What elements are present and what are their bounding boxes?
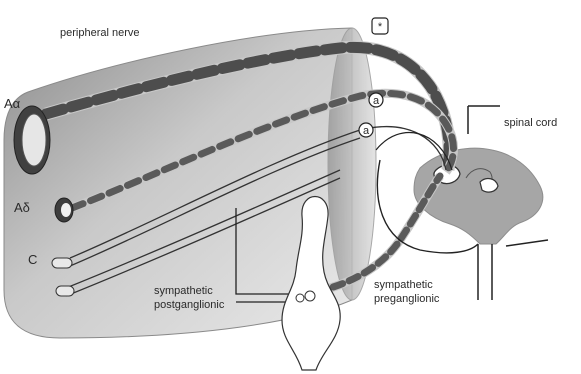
postganglionic-label-line1: sympathetic (154, 285, 213, 297)
title-label: peripheral nerve (60, 27, 140, 39)
marker-aa-label: * (378, 21, 383, 33)
fiber-c-label: C (28, 252, 37, 267)
terminal-marker-aa: * (372, 18, 388, 34)
preganglionic-label-line1: sympathetic (374, 279, 433, 291)
marker-ad-label: a (373, 95, 380, 107)
marker-c-label: a (363, 125, 370, 137)
spinal-cord (414, 106, 548, 300)
terminal-marker-ad: a (369, 93, 383, 107)
spinal-cord-label: spinal cord (504, 117, 557, 129)
fiber-aa-label: Aα (4, 96, 21, 111)
fiber-ad-label: Aδ (14, 200, 30, 215)
postganglionic-label-line2: postganglionic (154, 299, 225, 311)
preganglionic-label-line2: preganglionic (374, 293, 440, 305)
terminal-marker-c: a (359, 123, 373, 137)
